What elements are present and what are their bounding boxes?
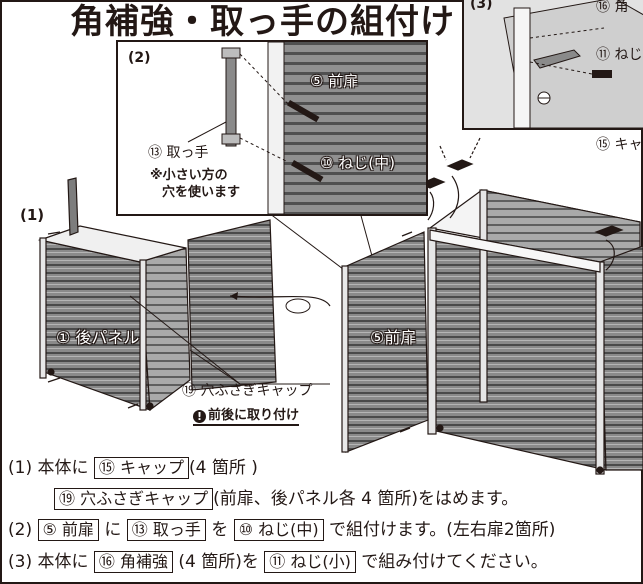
- step2-label: (2): [128, 50, 151, 66]
- line3-mid1: に: [104, 520, 122, 540]
- part-handle-box: ⑬ 取っ手: [126, 519, 206, 541]
- screw-small-callout: ⑪ ねじ: [596, 47, 643, 63]
- line4-suffix: で組み付けてください。: [361, 552, 548, 572]
- part-screw-small-box: ⑪ ねじ(小): [264, 551, 356, 573]
- warning-icon: !: [193, 410, 206, 423]
- front-door-callout: ⑤前扉: [370, 328, 417, 347]
- part-cap-box: ⑮ キャップ: [93, 457, 189, 479]
- line1-prefix: (1) 本体に: [8, 458, 89, 478]
- line3-suffix: で組付けます。(左右扉2箇所): [328, 520, 556, 540]
- rear-panel-callout: ① 後パネル: [56, 328, 140, 347]
- step3-label: (3): [470, 0, 493, 12]
- line2-suffix: (前扉、後パネル各 4 箇所)をはめます。: [213, 489, 519, 509]
- main-cabinet: [341, 159, 643, 475]
- part-screw-medium-box: ⑩ ねじ(中): [233, 519, 324, 541]
- warning-note: !前後に取り付け: [193, 404, 300, 426]
- instruction-line-1: (1) 本体に ⑮ キャップ(4 箇所 ): [8, 453, 258, 479]
- part-corner-reinforce-box: ⑯ 角補強: [93, 551, 173, 573]
- part-hole-cap-box: ⑲ 穴ふさぎキャップ: [54, 488, 214, 510]
- step2-detail-panel: [116, 40, 428, 216]
- warning-text: 前後に取り付け: [208, 408, 300, 423]
- part-door-box: ⑤ 前扉: [37, 519, 99, 541]
- note-line1: ※小さい方の: [150, 168, 228, 183]
- corner-reinforce-callout: ⑯ 角: [596, 0, 629, 15]
- cap-callout: ⑮ キャ: [596, 137, 643, 153]
- instruction-line-3: (2) ⑤ 前扉 に ⑬ 取っ手 を ⑩ ねじ(中) で組付けます。(左右扉2箇…: [8, 515, 555, 541]
- line3-mid2: を: [211, 520, 229, 540]
- line1-suffix: (4 箇所 ): [188, 458, 258, 478]
- instruction-line-2: ⑲ 穴ふさぎキャップ(前扉、後パネル各 4 箇所)をはめます。: [54, 484, 518, 510]
- screw-medium-callout: ⑩ ねじ(中): [320, 154, 395, 172]
- handle-callout: ⑬ 取っ手: [148, 145, 209, 161]
- step1-cabinet: [37, 177, 277, 412]
- step3-detail-panel: [462, 0, 643, 130]
- handle-detail-art: [187, 42, 426, 214]
- line3-prefix: (2): [8, 520, 33, 540]
- instruction-line-4: (3) 本体に ⑯ 角補強 (4 箇所)を ⑪ ねじ(小) で組み付けてください…: [8, 547, 548, 573]
- hole-cap-callout: ⑲ 穴ふさぎキャップ: [182, 383, 313, 399]
- page-title: 角補強・取っ手の組付け: [70, 2, 455, 42]
- door-callout: ⑤ 前扉: [310, 72, 359, 90]
- note-line2: 穴を使います: [162, 185, 241, 200]
- line4-prefix: (3) 本体に: [8, 552, 89, 572]
- step1-label: (1): [20, 206, 45, 224]
- corner-reinforcement-art: [464, 0, 643, 128]
- line4-mid: (4 箇所)を: [178, 552, 259, 572]
